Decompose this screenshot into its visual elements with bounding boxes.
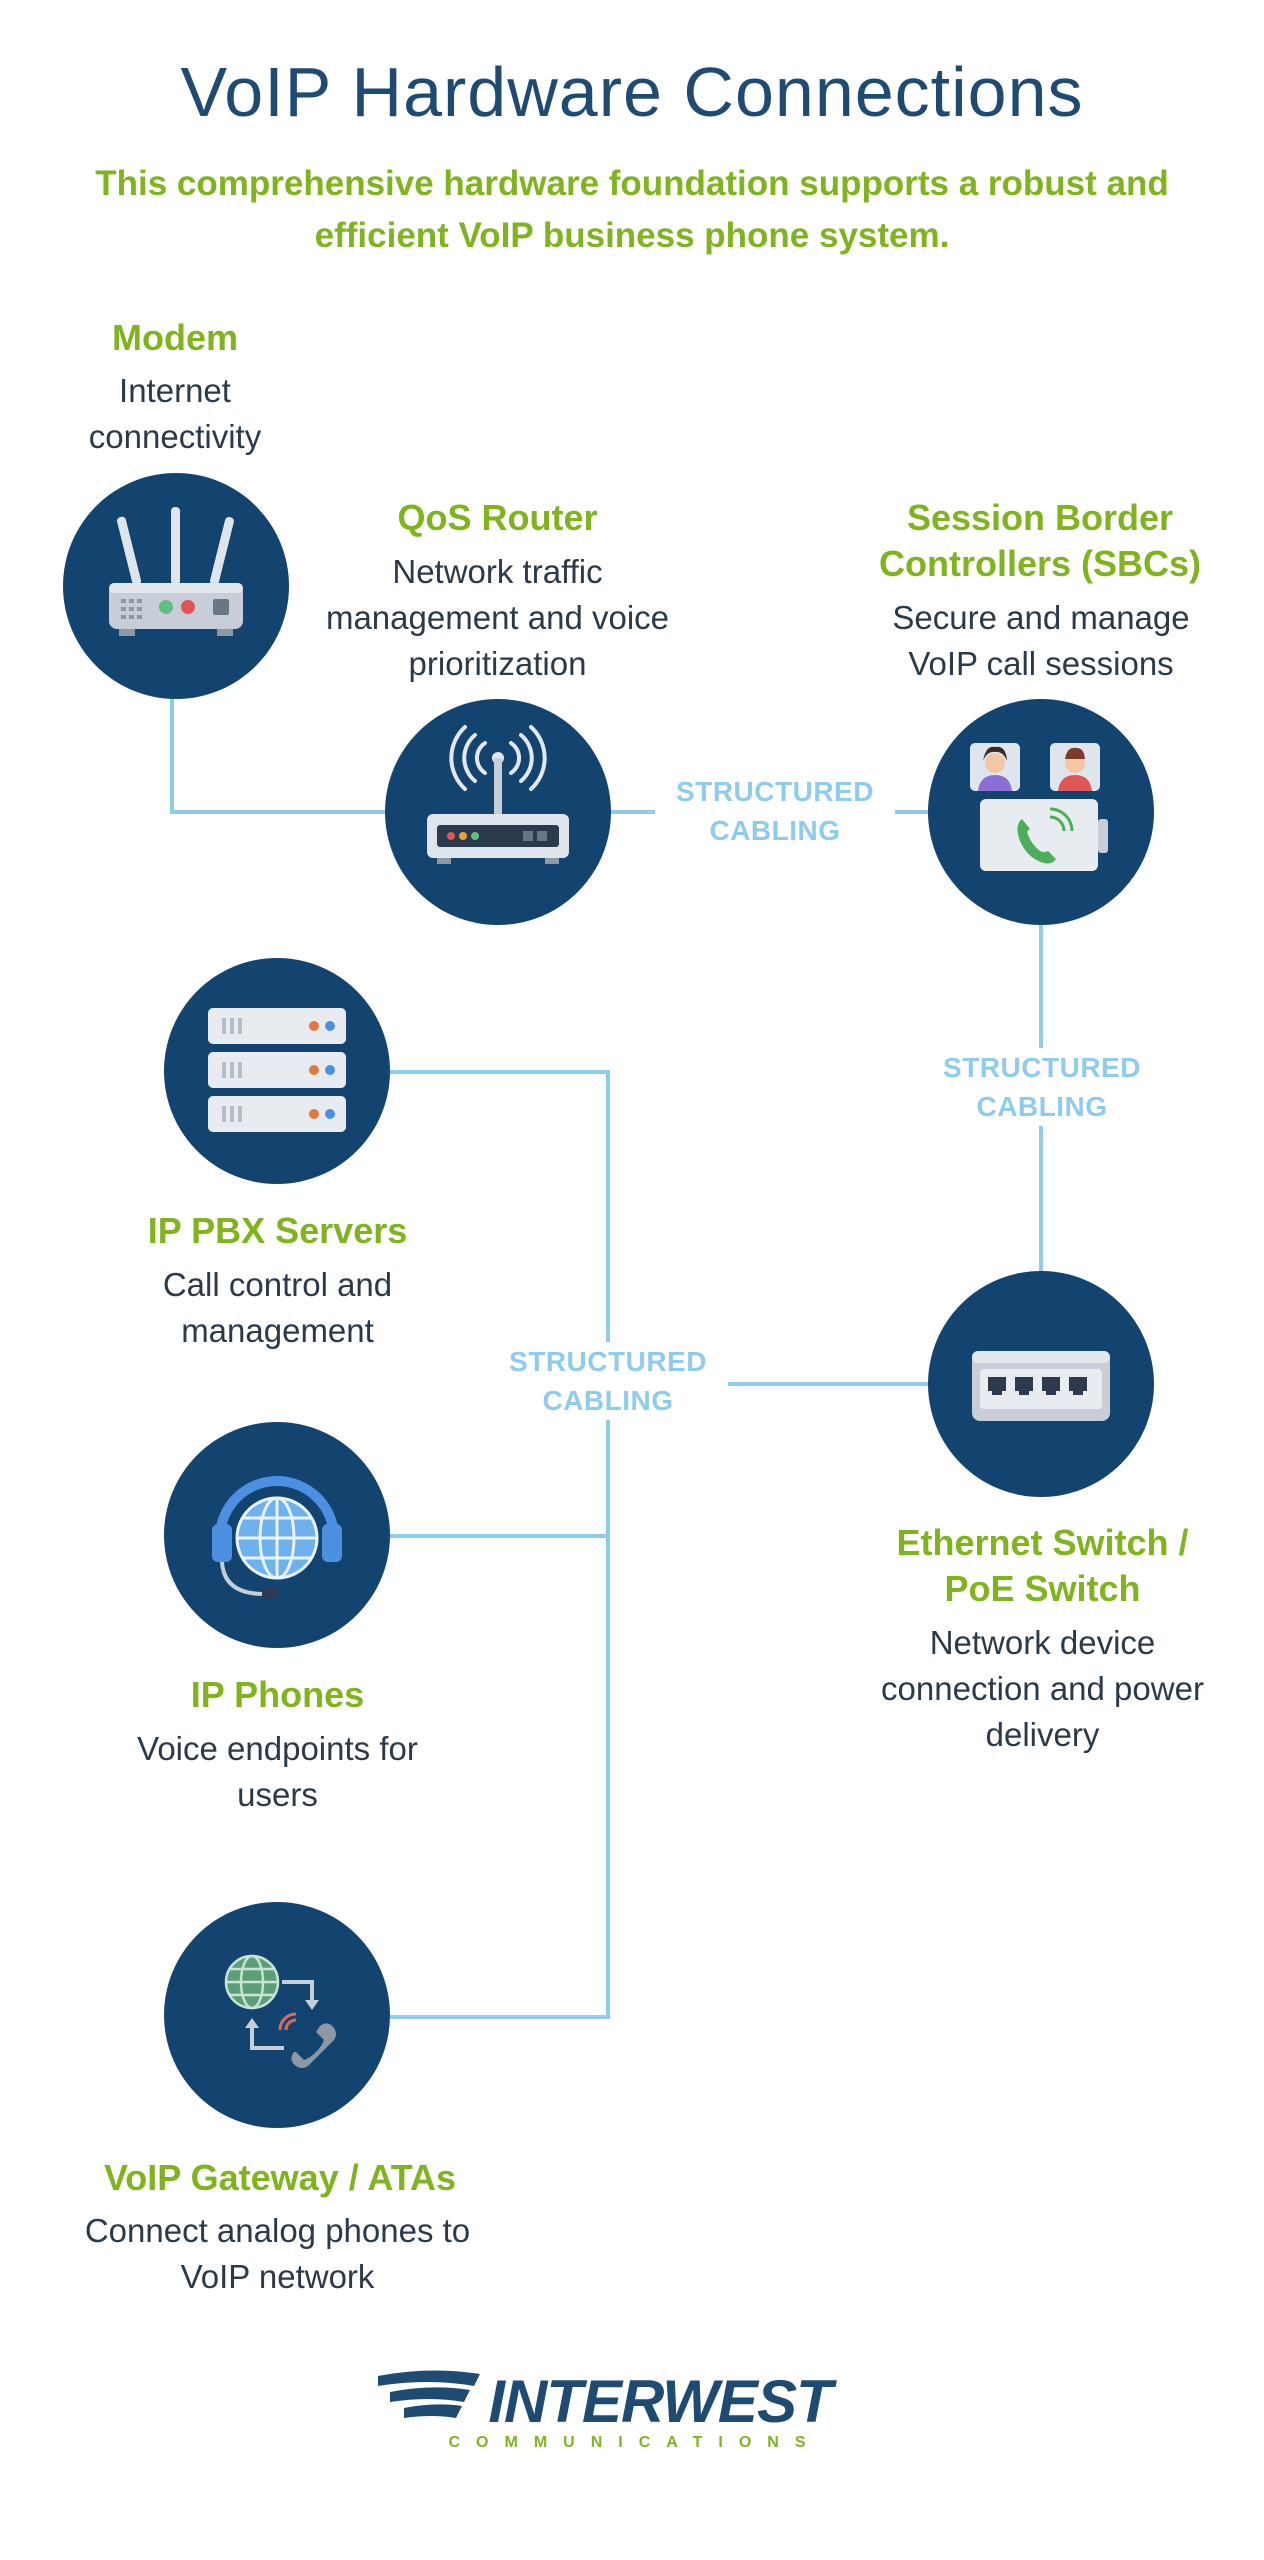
qos-router-description: Network traffic management and voice pri… xyxy=(325,553,670,682)
sbc-description: Secure and manage VoIP call sessions xyxy=(892,599,1190,682)
video-call-icon xyxy=(970,743,1108,871)
ethernet-switch-icon xyxy=(972,1351,1110,1421)
device-bus-line xyxy=(390,1070,610,2019)
page-subtitle: This comprehensive hardware foundation s… xyxy=(95,164,1169,255)
modem-router-line xyxy=(170,698,385,814)
modem-description: Internet connectivity xyxy=(88,372,262,455)
qos-router-title: QoS Router xyxy=(397,497,598,538)
headset-globe-icon xyxy=(212,1476,342,1598)
interwest-logo: INTERWEST xyxy=(378,2368,838,2435)
gateway-description: Connect analog phones to VoIP network xyxy=(84,2212,471,2295)
sbc-node xyxy=(928,699,1154,925)
sbc-title: Session Border Controllers (SBCs) xyxy=(878,497,1202,584)
gateway-node xyxy=(164,1902,390,2128)
gateway-icon xyxy=(224,1954,336,2068)
switch-title: Ethernet Switch / PoE Switch xyxy=(896,1522,1189,1609)
logo-wordmark: INTERWEST xyxy=(488,2368,837,2435)
cabling-label-sbc-switch: STRUCTURED CABLING xyxy=(922,1048,1162,1126)
cabling-label-router-sbc: STRUCTURED CABLING xyxy=(655,772,895,850)
phones-node xyxy=(164,1422,390,1648)
page-title: VoIP Hardware Connections xyxy=(180,53,1084,131)
router-icon xyxy=(427,725,569,864)
server-rack-icon xyxy=(208,1008,346,1132)
qos-router-node xyxy=(385,699,611,925)
phones-title: IP Phones xyxy=(190,1674,365,1715)
pbx-description: Call control and management xyxy=(162,1266,393,1349)
phones-description: Voice endpoints for users xyxy=(137,1730,418,1813)
switch-node xyxy=(928,1271,1154,1497)
gateway-title: VoIP Gateway / ATAs xyxy=(103,2157,457,2198)
cabling-label-switch-devices: STRUCTURED CABLING xyxy=(488,1342,728,1420)
pbx-node xyxy=(164,958,390,1184)
modem-icon xyxy=(109,507,243,636)
switch-description: Network device connection and power deli… xyxy=(881,1624,1204,1753)
logo-tagline: COMMUNICATIONS xyxy=(448,2434,822,2451)
pbx-title: IP PBX Servers xyxy=(147,1210,408,1251)
modem-node xyxy=(63,473,289,699)
modem-title: Modem xyxy=(112,317,238,358)
